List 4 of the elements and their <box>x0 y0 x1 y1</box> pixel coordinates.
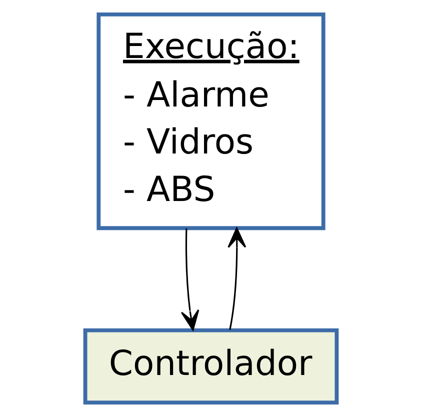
node-box: Controlador <box>82 328 338 405</box>
arrow <box>180 228 199 331</box>
arrow <box>227 228 246 330</box>
node-box: Execução: - Alarme - Vidros - ABS <box>96 12 325 230</box>
